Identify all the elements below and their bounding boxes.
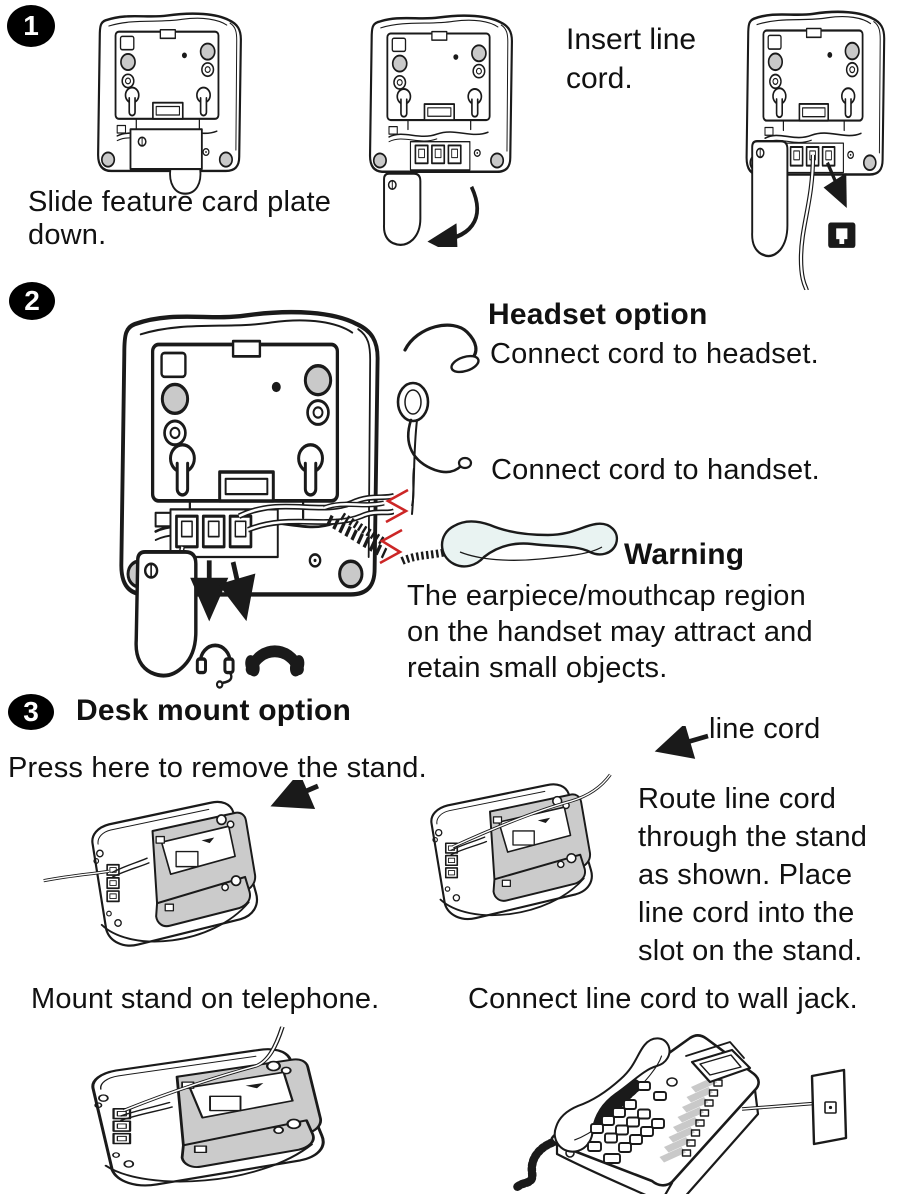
connect-handset-caption: Connect cord to handset.: [491, 454, 820, 486]
warning-title: Warning: [624, 538, 745, 571]
step-2-badge: 2: [9, 282, 55, 320]
slide-plate-caption: Slide feature card plate down.: [28, 186, 332, 251]
insert-line-cord-caption: Insert line cord.: [566, 23, 697, 95]
mount-stand-caption: Mount stand on telephone.: [31, 983, 380, 1015]
phone-back-illustration-plate-down: [368, 14, 514, 247]
handset-jack-arrow: [218, 561, 256, 622]
handset-illustration: [440, 520, 619, 568]
route-line-cord-caption: Route line cord through the stand as sho…: [638, 783, 868, 967]
desk-mount-option-title: Desk mount option: [76, 694, 352, 727]
stand-phone-mounted-illustration: [91, 1026, 325, 1187]
step-1-badge: 1: [7, 5, 55, 47]
headset-illustration: [396, 323, 480, 515]
line-buttons: [681, 1079, 723, 1157]
line-cord-label: line cord: [709, 713, 821, 745]
connect-wall-jack-caption: Connect line cord to wall jack.: [468, 983, 858, 1015]
step-3-badge: 3: [8, 694, 54, 730]
line-cord-arrow: [654, 726, 709, 759]
break-mark-lower: [379, 528, 403, 565]
connect-headset-caption: Connect cord to headset.: [490, 338, 819, 370]
phone-back-illustration-line-cord: [745, 10, 886, 291]
warning-body: The earpiece/mouthcap region on the hand…: [407, 580, 813, 684]
display: [685, 1041, 752, 1084]
keypad: [587, 1081, 667, 1164]
insert-cord-arrow: [823, 161, 847, 209]
break-mark-upper: [385, 488, 409, 524]
phone-back-illustration-plate-up: [96, 12, 243, 195]
phone-back-illustration-connections: [96, 302, 394, 689]
wall-jack-illustration: [810, 1068, 848, 1146]
stand-phone-route-illustration: [430, 773, 612, 921]
rj11-jack-icon: [828, 222, 856, 248]
handset-icon: [245, 645, 305, 677]
headset-icon: [195, 643, 235, 689]
headset-option-title: Headset option: [488, 298, 708, 331]
slide-down-arrow: [427, 185, 479, 247]
line-cord-to-jack: [741, 1101, 821, 1111]
stand-phone-remove-illustration: [43, 800, 259, 947]
press-here-arrow: [270, 780, 319, 809]
desk-telephone-illustration: [511, 1030, 760, 1194]
press-here-caption: Press here to remove the stand.: [8, 752, 427, 784]
